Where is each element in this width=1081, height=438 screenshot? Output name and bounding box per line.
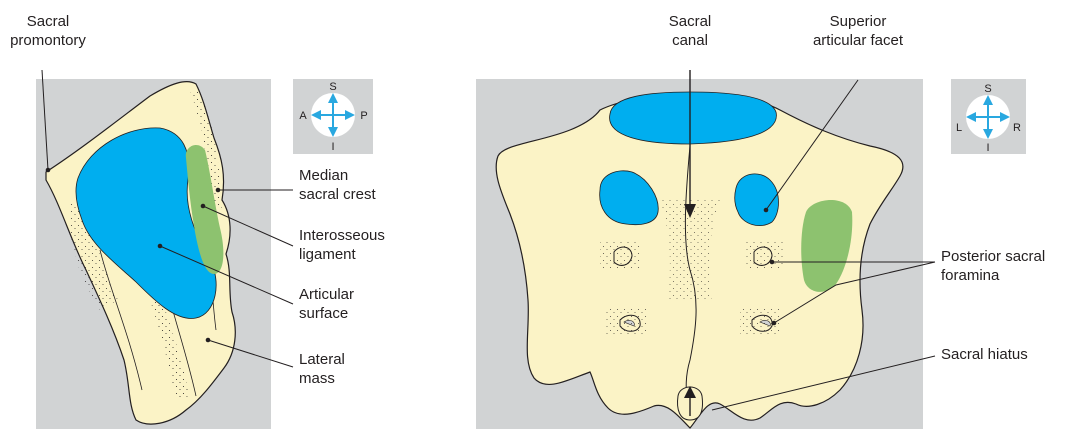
- compass-left: S I A P: [293, 79, 373, 154]
- label-sacral-canal: Sacral canal: [650, 12, 730, 50]
- dot-posterior-sacral-foramina-2: [772, 321, 777, 326]
- label-lateral-mass-line2: mass: [299, 369, 345, 388]
- label-median-sacral-crest: Median sacral crest: [299, 166, 376, 204]
- sacrum-posterior-view: [496, 92, 903, 428]
- label-median-sacral-crest-line1: Median: [299, 166, 376, 185]
- label-articular-surface: Articular surface: [299, 285, 354, 323]
- label-lateral-mass-line1: Lateral: [299, 350, 345, 369]
- compass-right-top-letter: S: [984, 83, 991, 95]
- dot-superior-articular-facet: [764, 208, 769, 213]
- label-superior-articular-facet: Superior articular facet: [788, 12, 928, 50]
- compass-left-bottom-letter: I: [331, 141, 334, 153]
- label-posterior-sacral-foramina-line2: foramina: [941, 266, 1045, 285]
- label-median-sacral-crest-line2: sacral crest: [299, 185, 376, 204]
- compass-right-left-letter: L: [956, 122, 962, 134]
- compass-right: S I L R: [951, 79, 1026, 154]
- label-interosseous-ligament: Interosseous ligament: [299, 226, 385, 264]
- dot-articular-surface: [158, 244, 163, 249]
- compass-left-left-letter: A: [299, 110, 307, 122]
- superior-articular-facet-right: [735, 174, 779, 226]
- label-articular-surface-line2: surface: [299, 304, 354, 323]
- label-posterior-sacral-foramina: Posterior sacral foramina: [941, 247, 1045, 285]
- compass-left-top-letter: S: [329, 81, 336, 93]
- dot-median-sacral-crest: [216, 188, 221, 193]
- dot-sacral-promontory: [46, 168, 51, 173]
- label-sacral-promontory: Sacral promontory: [8, 12, 88, 50]
- compass-right-bottom-letter: I: [986, 142, 989, 154]
- compass-right-right-letter: R: [1013, 122, 1021, 134]
- compass-left-right-letter: P: [360, 110, 367, 122]
- label-sacral-hiatus: Sacral hiatus: [941, 345, 1028, 364]
- label-sacral-canal-line2: canal: [650, 31, 730, 50]
- label-sacral-canal-line1: Sacral: [650, 12, 730, 31]
- label-interosseous-ligament-line2: ligament: [299, 245, 385, 264]
- label-posterior-sacral-foramina-line1: Posterior sacral: [941, 247, 1045, 266]
- dot-lateral-mass: [206, 338, 211, 343]
- dot-posterior-sacral-foramina: [770, 260, 775, 265]
- label-sacral-promontory-line2: promontory: [8, 31, 88, 50]
- label-superior-articular-facet-line2: articular facet: [788, 31, 928, 50]
- dot-interosseous-ligament: [201, 204, 206, 209]
- label-interosseous-ligament-line1: Interosseous: [299, 226, 385, 245]
- label-superior-articular-facet-line1: Superior: [788, 12, 928, 31]
- label-lateral-mass: Lateral mass: [299, 350, 345, 388]
- label-articular-surface-line1: Articular: [299, 285, 354, 304]
- label-sacral-hiatus-line1: Sacral hiatus: [941, 345, 1028, 364]
- label-sacral-promontory-line1: Sacral: [8, 12, 88, 31]
- sacral-canal-shape: [610, 92, 777, 144]
